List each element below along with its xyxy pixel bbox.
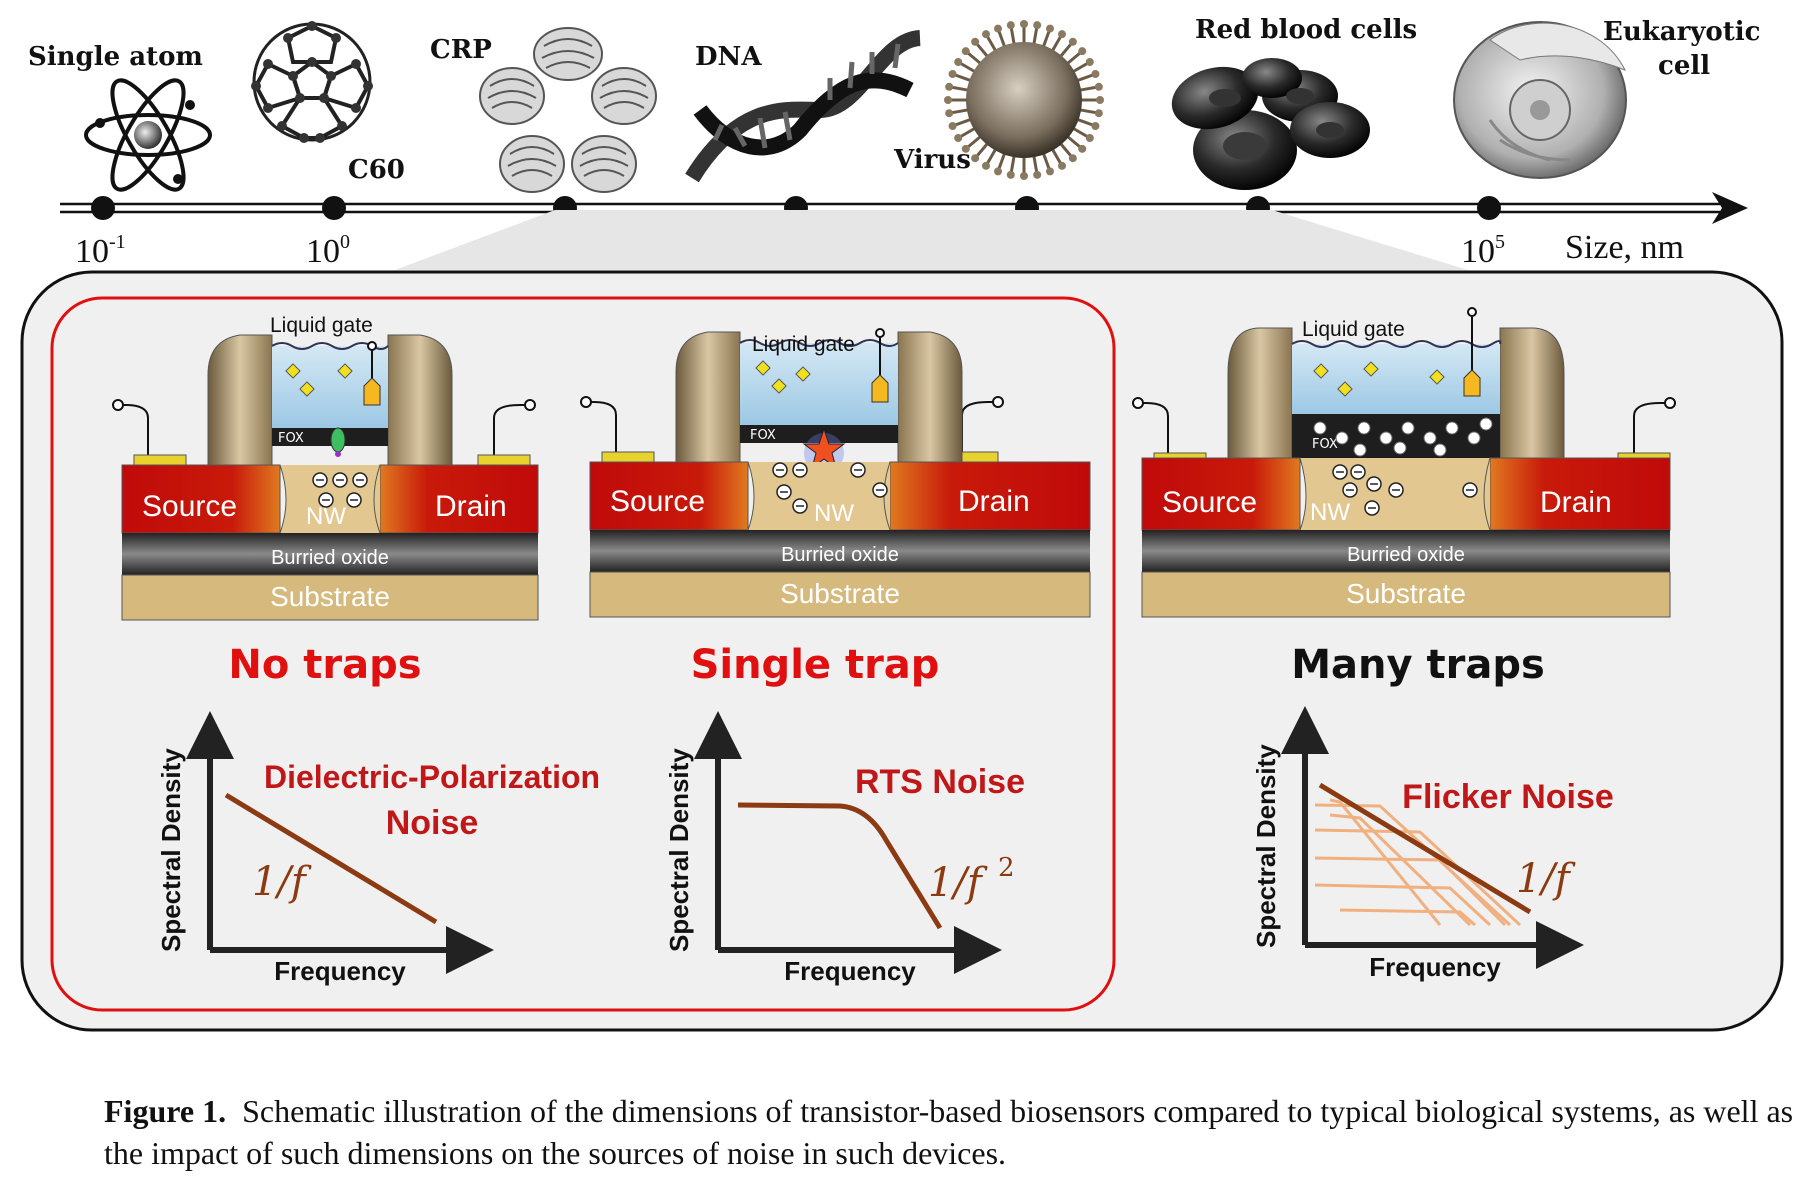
electron bbox=[792, 498, 808, 514]
plot1-curve bbox=[224, 792, 438, 925]
device-many-traps: FOX Source Drain NW Burried oxide Substr… bbox=[1132, 307, 1676, 618]
device-single-trap: FOX Source Drain NW Burried oxide Substr… bbox=[580, 328, 1091, 618]
plot2-slope-label: 1/f bbox=[928, 860, 988, 906]
scale-tick-dot bbox=[322, 196, 346, 220]
electron bbox=[1462, 482, 1478, 498]
zoom-funnel bbox=[395, 210, 1468, 270]
plot-many-traps: Spectral Density Frequency Flicker Noise… bbox=[1251, 706, 1614, 982]
electron bbox=[1350, 464, 1366, 480]
source-label: Source bbox=[142, 490, 237, 523]
label-virus: Virus bbox=[893, 145, 971, 175]
label-red-blood-cells: Red blood cells bbox=[1195, 15, 1417, 45]
plot2-y-label: Spectral Density bbox=[664, 748, 694, 952]
virus-illustration bbox=[944, 20, 1104, 180]
highlight-box bbox=[50, 296, 1116, 1012]
electron bbox=[312, 472, 328, 488]
label-crp: CRP bbox=[430, 35, 492, 65]
drain-label: Drain bbox=[958, 485, 1030, 518]
electron bbox=[872, 482, 888, 498]
electron-symbols bbox=[312, 462, 1478, 516]
drain-label: Drain bbox=[1540, 486, 1612, 519]
electron bbox=[318, 492, 334, 508]
electron bbox=[352, 472, 368, 488]
panel-title-single-trap: Single trap bbox=[691, 642, 940, 688]
label-c60: C60 bbox=[348, 155, 405, 185]
oxide-label: Burried oxide bbox=[271, 547, 389, 569]
plot-single-trap: Spectral Density Frequency RTS Noise 1/f… bbox=[664, 711, 1025, 986]
scale-object-labels: Single atom C60 CRP DNA Virus Red blood … bbox=[28, 15, 1760, 185]
plot1-slope-label: 1/f bbox=[252, 859, 312, 905]
electron bbox=[1366, 476, 1382, 492]
dna-illustration bbox=[685, 30, 922, 183]
scale-arrowhead bbox=[1712, 192, 1748, 224]
plot1-x-label: Frequency bbox=[274, 956, 406, 986]
oxide-label: Burried oxide bbox=[1347, 544, 1465, 566]
panel-title-many-traps: Many traps bbox=[1291, 642, 1545, 688]
label-dna: DNA bbox=[695, 42, 762, 72]
scale-tick-dot bbox=[91, 196, 115, 220]
plot1-noise-title-2: Noise bbox=[386, 804, 479, 842]
plot-no-traps: Spectral Density Frequency Dielectric-Po… bbox=[156, 711, 600, 986]
atom-illustration bbox=[84, 78, 212, 192]
oxide-label: Burried oxide bbox=[781, 544, 899, 566]
scale-tick-label: 10-1 bbox=[75, 231, 126, 270]
plot3-curve bbox=[1318, 782, 1532, 915]
figure-caption: Figure 1. Schematic illustration of the … bbox=[104, 1090, 1794, 1174]
plot3-slope-label: 1/f bbox=[1516, 856, 1576, 902]
fox-label: FOX bbox=[1312, 437, 1338, 452]
substrate-label: Substrate bbox=[270, 581, 390, 612]
drain-label: Drain bbox=[435, 490, 507, 523]
liquid-gate-label: Liquid gate bbox=[270, 314, 373, 337]
plot2-noise-title: RTS Noise bbox=[855, 763, 1025, 801]
plot2-slope-exponent: 2 bbox=[998, 853, 1015, 883]
electron bbox=[1332, 464, 1348, 480]
eukaryotic-cell-illustration bbox=[1453, 21, 1627, 179]
panel-title-no-traps: No traps bbox=[228, 642, 421, 688]
scale-axis-label: Size, nm bbox=[1565, 229, 1684, 266]
electron bbox=[772, 462, 788, 478]
liquid-gate-label: Liquid gate bbox=[1302, 318, 1405, 341]
source-label: Source bbox=[1162, 486, 1257, 519]
plot3-y-label: Spectral Density bbox=[1251, 744, 1281, 948]
plot3-x-label: Frequency bbox=[1369, 952, 1501, 982]
electron bbox=[792, 462, 808, 478]
nw-label: NW bbox=[1310, 499, 1350, 526]
electron bbox=[776, 484, 792, 500]
label-single-atom: Single atom bbox=[28, 42, 203, 72]
caption-text: Schematic illustration of the dimensions… bbox=[104, 1093, 1794, 1171]
scale-tick-dot bbox=[1477, 196, 1501, 220]
plot3-lorentzian-lines bbox=[1314, 798, 1522, 927]
electron bbox=[332, 472, 348, 488]
device-no-traps: FOX Source Drain NW Burried oxide Substr… bbox=[112, 314, 539, 621]
plot2-x-label: Frequency bbox=[784, 956, 916, 986]
label-eukaryotic: Eukaryotic bbox=[1603, 17, 1760, 47]
electron bbox=[346, 492, 362, 508]
label-cell: cell bbox=[1658, 51, 1710, 81]
substrate-label: Substrate bbox=[780, 578, 900, 609]
substrate-label: Substrate bbox=[1346, 578, 1466, 609]
scale-tick-label: 100 bbox=[306, 231, 350, 270]
electron bbox=[1364, 500, 1380, 516]
nw-label: NW bbox=[814, 500, 854, 527]
electron bbox=[1342, 482, 1358, 498]
fox-label: FOX bbox=[750, 428, 776, 443]
c60-illustration bbox=[251, 21, 373, 143]
scale-tick-label: 105 bbox=[1461, 231, 1505, 270]
figure-canvas: 10-1100101102103104105 Size, nm Single a… bbox=[20, 15, 1784, 1032]
rbc-illustration bbox=[1171, 58, 1370, 190]
crp-illustration bbox=[479, 27, 657, 193]
liquid-gate-label: Liquid gate bbox=[752, 333, 855, 356]
plot2-curve bbox=[737, 802, 943, 930]
electron bbox=[1388, 482, 1404, 498]
caption-label: Figure 1. bbox=[104, 1093, 227, 1129]
plot1-y-label: Spectral Density bbox=[156, 748, 186, 952]
source-label: Source bbox=[610, 485, 705, 518]
plot3-noise-title: Flicker Noise bbox=[1402, 778, 1614, 816]
fox-label: FOX bbox=[278, 431, 304, 446]
electron bbox=[850, 462, 866, 478]
plot1-noise-title-1: Dielectric-Polarization bbox=[264, 759, 600, 795]
